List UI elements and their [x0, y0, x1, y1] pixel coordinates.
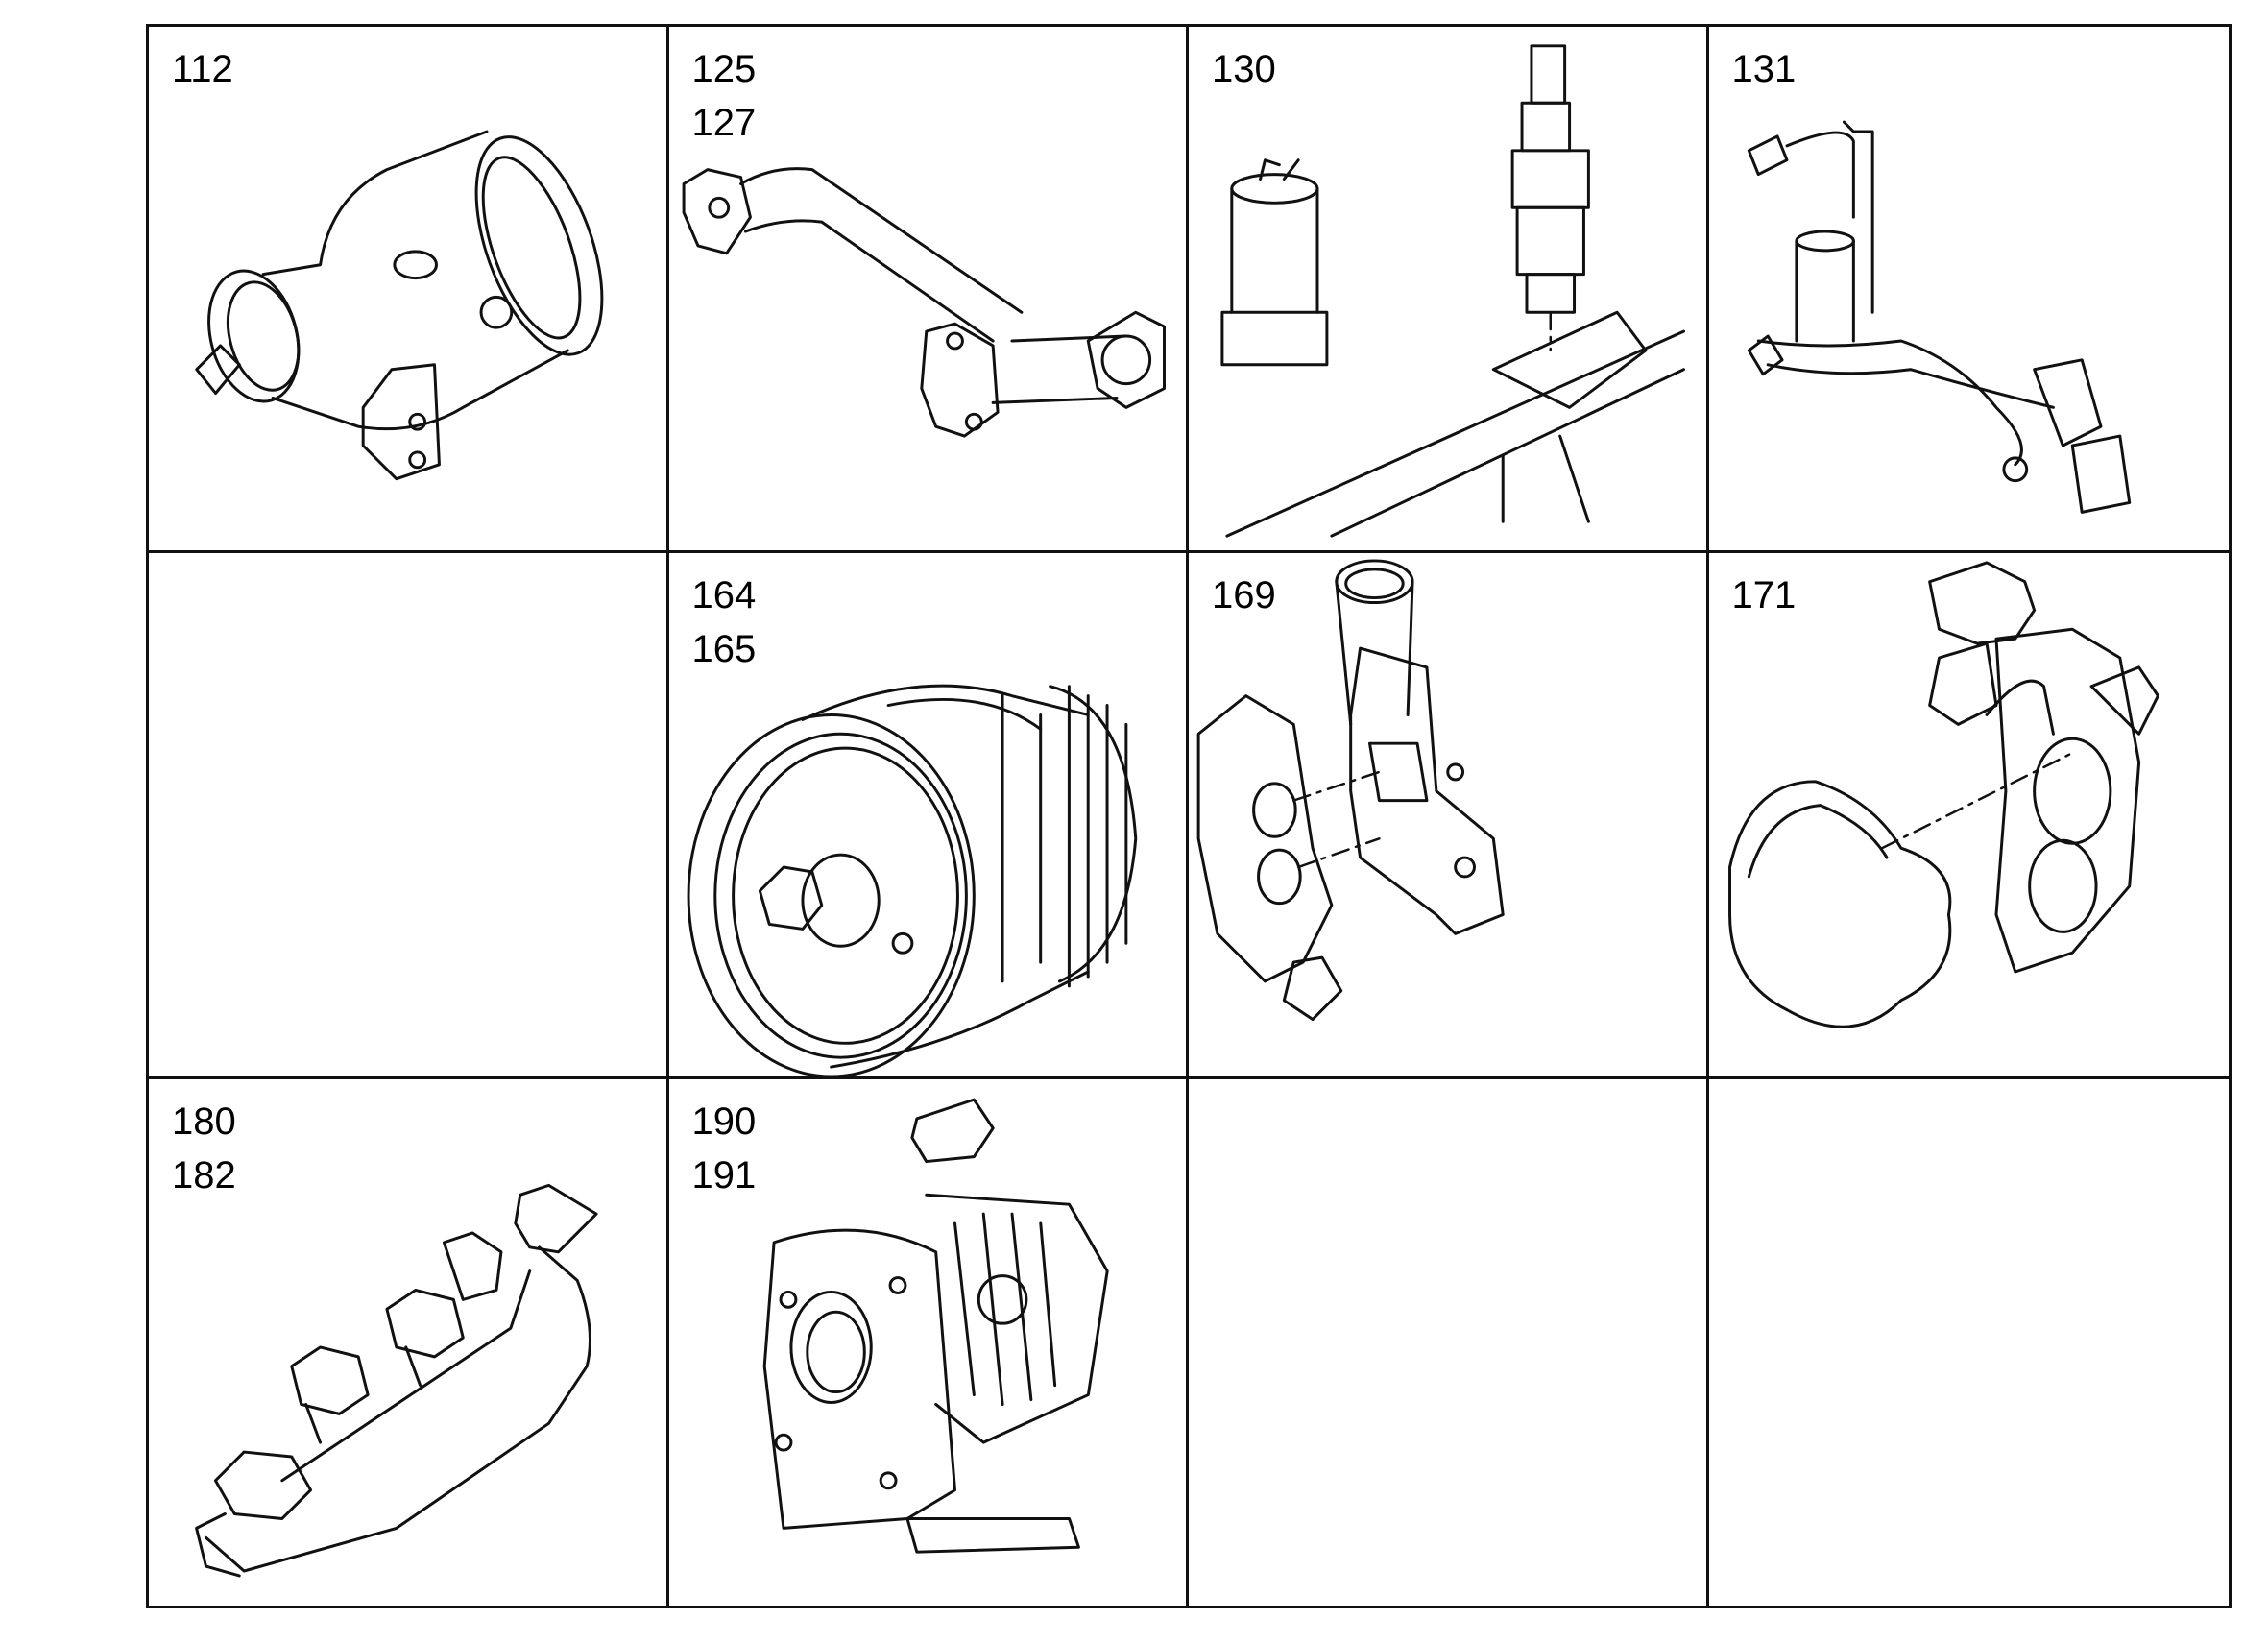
injector-lines-drawing — [1747, 120, 2131, 514]
part-number: 164 — [691, 574, 757, 616]
part-cell-169[interactable]: 169 — [1189, 553, 1709, 1079]
part-labels: 190 191 — [692, 1095, 757, 1202]
part-labels: 169 — [1212, 568, 1276, 622]
part-number: 165 — [691, 628, 757, 670]
cover-housing-drawing — [1727, 561, 2159, 1028]
parts-index-grid: 112 125 127 — [146, 24, 2232, 1608]
part-number: 130 — [1212, 48, 1276, 90]
elbow-pipe-drawing — [195, 130, 604, 481]
exhaust-manifold-drawing — [195, 1183, 598, 1578]
empty-cell — [1709, 1079, 2230, 1606]
part-labels: 171 — [1732, 568, 1797, 622]
part-number: 182 — [172, 1154, 236, 1197]
part-cell-112[interactable]: 112 — [149, 27, 669, 553]
part-cell-131[interactable]: 131 — [1708, 27, 2229, 553]
part-number: 169 — [1212, 574, 1276, 616]
part-labels: 164 165 — [692, 568, 757, 676]
part-labels: 130 — [1212, 42, 1276, 96]
part-labels: 112 — [172, 42, 233, 96]
turbocharger-drawing — [762, 1098, 1109, 1554]
part-labels: 125 127 — [692, 42, 757, 150]
part-number: 112 — [172, 48, 233, 90]
part-number: 125 — [691, 48, 757, 90]
part-cell-125[interactable]: 125 127 — [668, 27, 1189, 553]
pipe-flange-drawing — [682, 167, 1166, 438]
part-cell-171[interactable]: 171 — [1708, 553, 2229, 1079]
sensor-injector-drawing — [1220, 44, 1685, 538]
thermostat-housing-drawing — [1196, 559, 1505, 1022]
part-cell-164[interactable]: 164 165 — [668, 553, 1189, 1079]
empty-cell — [149, 553, 669, 1079]
part-number: 131 — [1731, 48, 1797, 90]
part-cell-130[interactable]: 130 — [1189, 27, 1709, 553]
part-number: 171 — [1731, 574, 1797, 616]
part-labels: 131 — [1732, 42, 1797, 96]
pulley-pump-drawing — [687, 684, 1137, 1076]
part-number: 191 — [691, 1154, 757, 1197]
part-number: 180 — [172, 1100, 236, 1143]
empty-cell — [1189, 1079, 1709, 1606]
part-cell-190[interactable]: 190 191 — [669, 1079, 1189, 1606]
part-number: 190 — [691, 1100, 757, 1143]
part-cell-180[interactable]: 180 182 — [149, 1079, 669, 1606]
part-number: 127 — [691, 102, 757, 144]
part-labels: 180 182 — [172, 1095, 236, 1202]
